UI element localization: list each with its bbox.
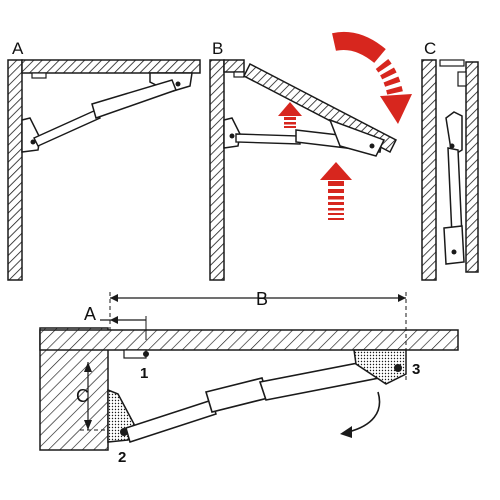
pivot-b-top [369,143,375,149]
panel-b-label: B [212,39,223,58]
dim-a-label: A [84,304,96,324]
strut-rod-a [33,109,101,147]
pivot-a-top [175,81,181,87]
hinge-a [31,72,47,79]
rotate-down-arrow-icon [332,32,412,124]
swing-arrow-icon [340,391,381,438]
shelf-a [21,59,201,74]
hinge-point-1: 1 [123,349,149,382]
panel-a: A [7,39,201,281]
strut-cylinder-a [91,79,177,119]
point-3-label: 3 [412,361,420,378]
strut-c [447,147,463,237]
detail-view: B A 1 C 2 [39,289,459,466]
pivot-c-top [449,143,455,149]
dimension-c: C [76,362,116,431]
panel-c-label: C [424,39,436,58]
point-1-label: 1 [140,365,148,382]
wall-b [209,59,225,281]
dim-c-label: C [76,386,89,406]
panel-b: B [209,32,412,281]
wall-bracket-c [443,225,465,265]
wall-c [421,59,437,281]
detail-shelf [39,329,459,351]
pivot-b-bottom [229,133,235,139]
panel-c: C [421,39,479,281]
up-arrow-small-icon [278,102,302,128]
shelf-stub-b [223,59,245,73]
strut-rod-b [235,133,301,145]
pivot-a-bottom [30,139,36,145]
wall-bracket-b [223,117,241,149]
hinge-c [457,71,467,87]
wall-bracket-a [21,117,41,153]
dim-b-label: B [256,289,268,309]
panel-a-label: A [12,39,24,58]
dimension-a: A [84,304,147,340]
point-2-label: 2 [118,449,126,466]
top-cap-c [439,59,465,67]
detail-strut-sleeve [204,377,270,413]
dimension-b: B [109,289,407,380]
up-arrow-large-icon [320,162,352,220]
shelf-mount-point-3: 3 [353,349,420,385]
pivot-c-bottom [451,249,457,255]
shelf-c-folded [465,61,479,273]
detail-strut-rod [125,399,217,443]
wall-a [7,59,23,281]
hinge-b [233,71,245,78]
